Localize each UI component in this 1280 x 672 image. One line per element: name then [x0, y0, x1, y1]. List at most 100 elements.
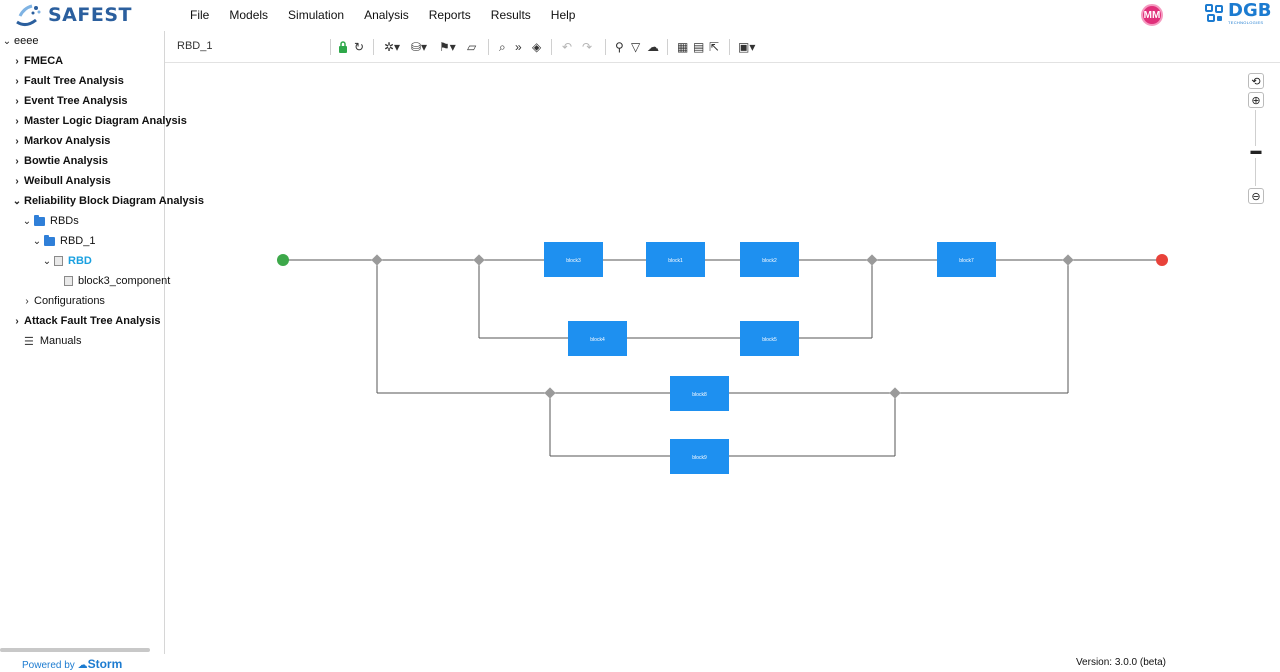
tree-item-markov[interactable]: › Markov Analysis	[12, 131, 110, 151]
block-block4[interactable]: block4	[568, 321, 627, 356]
tree-item-manuals[interactable]: ☰ Manuals	[24, 331, 81, 351]
tree-item-fault-tree[interactable]: › Fault Tree Analysis	[12, 71, 124, 91]
zoom-out-icon[interactable]: ⊖	[1248, 188, 1264, 204]
table-icon[interactable]: ▦	[677, 40, 689, 54]
block-block7[interactable]: block7	[937, 242, 996, 277]
diagram-canvas[interactable]: block3 block1 block2 block7 block4 block…	[165, 64, 1280, 654]
chevron-right-icon[interactable]: ›	[15, 315, 19, 327]
block-block1[interactable]: block1	[646, 242, 705, 277]
tree-item-rbd-analysis[interactable]: ⌄ Reliability Block Diagram Analysis	[12, 191, 204, 211]
user-avatar[interactable]: MM	[1141, 4, 1163, 26]
menu-analysis[interactable]: Analysis	[364, 8, 409, 22]
junction-node[interactable]	[1062, 254, 1074, 266]
block-block5[interactable]: block5	[740, 321, 799, 356]
refresh-icon[interactable]: ↻	[354, 40, 365, 54]
chevron-right-icon[interactable]: ›	[25, 295, 29, 307]
cursor-icon[interactable]: ⇱	[709, 40, 720, 54]
menu-help[interactable]: Help	[550, 8, 576, 22]
flag-icon[interactable]: ⚑▾	[439, 40, 456, 54]
junction-node[interactable]	[473, 254, 485, 266]
layout-icon[interactable]: ▣▾	[738, 40, 756, 54]
chevron-right-icon[interactable]: ›	[15, 135, 19, 147]
undo-icon[interactable]: ↶	[562, 40, 573, 54]
sidebar-horizontal-scrollbar[interactable]	[0, 648, 150, 652]
tree-root[interactable]: ⌄ eeee	[2, 31, 39, 51]
tree-item-rbds[interactable]: ⌄ RBDs	[22, 211, 79, 231]
block-label: block4	[590, 337, 605, 343]
tree-item-master-logic[interactable]: › Master Logic Diagram Analysis	[12, 111, 187, 131]
block-rect[interactable]	[740, 242, 799, 277]
cloud-upload-icon[interactable]: ☁	[647, 40, 659, 54]
settings-icon[interactable]: ✲▾	[384, 40, 401, 54]
chevron-right-icon[interactable]: ›	[15, 75, 19, 87]
end-node[interactable]	[1156, 254, 1168, 266]
block-rect[interactable]	[740, 321, 799, 356]
tree-item-component[interactable]: block3_component	[64, 271, 170, 291]
tree-item-configurations[interactable]: › Configurations	[22, 291, 105, 311]
block-rect[interactable]	[544, 242, 603, 277]
chevron-down-icon[interactable]: ⌄	[2, 35, 12, 47]
junction-node[interactable]	[866, 254, 878, 266]
zoom-slider-handle[interactable]: ▬	[1248, 145, 1264, 157]
tree-item-attack-fault-tree[interactable]: › Attack Fault Tree Analysis	[12, 311, 160, 331]
chevron-down-icon[interactable]: ⌄	[32, 235, 42, 247]
tree-item-fmeca[interactable]: › FMECA	[12, 51, 63, 71]
lock-icon[interactable]	[338, 39, 348, 55]
zoom-slider-track[interactable]	[1255, 158, 1256, 186]
junction-node[interactable]	[889, 387, 901, 399]
component-file-icon	[64, 276, 73, 286]
block-rect[interactable]	[670, 439, 729, 474]
zoom-in-icon[interactable]: ⊕	[1248, 92, 1264, 108]
powered-by[interactable]: Powered by ☁Storm	[22, 657, 122, 671]
block-label: block5	[762, 337, 777, 343]
note-icon[interactable]: ▱	[467, 40, 477, 54]
tree-item-event-tree[interactable]: › Event Tree Analysis	[12, 91, 127, 111]
junction-node[interactable]	[544, 387, 556, 399]
search-icon[interactable]: ⚲	[615, 40, 624, 54]
tree-item-bowtie[interactable]: › Bowtie Analysis	[12, 151, 108, 171]
block-block3[interactable]: block3	[544, 242, 603, 277]
junction-node[interactable]	[371, 254, 383, 266]
connector-lines	[283, 259, 1162, 457]
menu-models[interactable]: Models	[229, 8, 269, 22]
forward-icon[interactable]: »	[515, 40, 522, 54]
dgb-name: DGB	[1228, 0, 1272, 21]
chevron-down-icon[interactable]: ⌄	[42, 255, 52, 267]
zoom-slider-track[interactable]	[1255, 110, 1256, 150]
block-rect[interactable]	[670, 376, 729, 411]
redo-icon[interactable]: ↷	[582, 40, 593, 54]
block-block2[interactable]: block2	[740, 242, 799, 277]
block-rect[interactable]	[568, 321, 627, 356]
menu-results[interactable]: Results	[490, 8, 531, 22]
app-logo[interactable]: SAFEST	[14, 2, 132, 28]
layers-icon[interactable]: ⛁▾	[411, 40, 428, 54]
start-node[interactable]	[277, 254, 289, 266]
status-footer: Powered by ☁Storm Version: 3.0.0 (beta)	[0, 654, 1280, 672]
menu-reports[interactable]: Reports	[428, 8, 471, 22]
block-rect[interactable]	[646, 242, 705, 277]
filter-icon[interactable]: ▽	[631, 40, 641, 54]
chevron-down-icon[interactable]: ⌄	[22, 215, 32, 227]
comment-icon[interactable]: ▤	[693, 40, 705, 54]
menu-simulation[interactable]: Simulation	[288, 8, 345, 22]
chevron-right-icon[interactable]: ›	[15, 175, 19, 187]
zoom-search-icon[interactable]: ⌕	[499, 39, 506, 54]
rbd-diagram[interactable]: block3 block1 block2 block7 block4 block…	[165, 64, 1280, 654]
block-block8[interactable]: block8	[670, 376, 729, 411]
block-rect[interactable]	[937, 242, 996, 277]
tree-item-rbd1[interactable]: ⌄ RBD_1	[32, 231, 95, 251]
tree-item-weibull[interactable]: › Weibull Analysis	[12, 171, 110, 191]
chevron-down-icon[interactable]: ⌄	[12, 195, 22, 207]
chevron-right-icon[interactable]: ›	[15, 55, 19, 67]
folder-icon	[34, 214, 45, 226]
tree-item-rbd[interactable]: ⌄ RBD	[42, 251, 92, 271]
block-block9[interactable]: block9	[670, 439, 729, 474]
chevron-right-icon[interactable]: ›	[15, 95, 19, 107]
chevron-right-icon[interactable]: ›	[15, 115, 19, 127]
block-label: block2	[762, 258, 777, 264]
menu-file[interactable]: File	[190, 8, 210, 22]
chevron-right-icon[interactable]: ›	[15, 155, 19, 167]
reset-view-icon[interactable]: ⟲	[1248, 73, 1264, 89]
stack-icon[interactable]: ◈	[532, 40, 542, 54]
toolbar-separator	[551, 39, 552, 55]
